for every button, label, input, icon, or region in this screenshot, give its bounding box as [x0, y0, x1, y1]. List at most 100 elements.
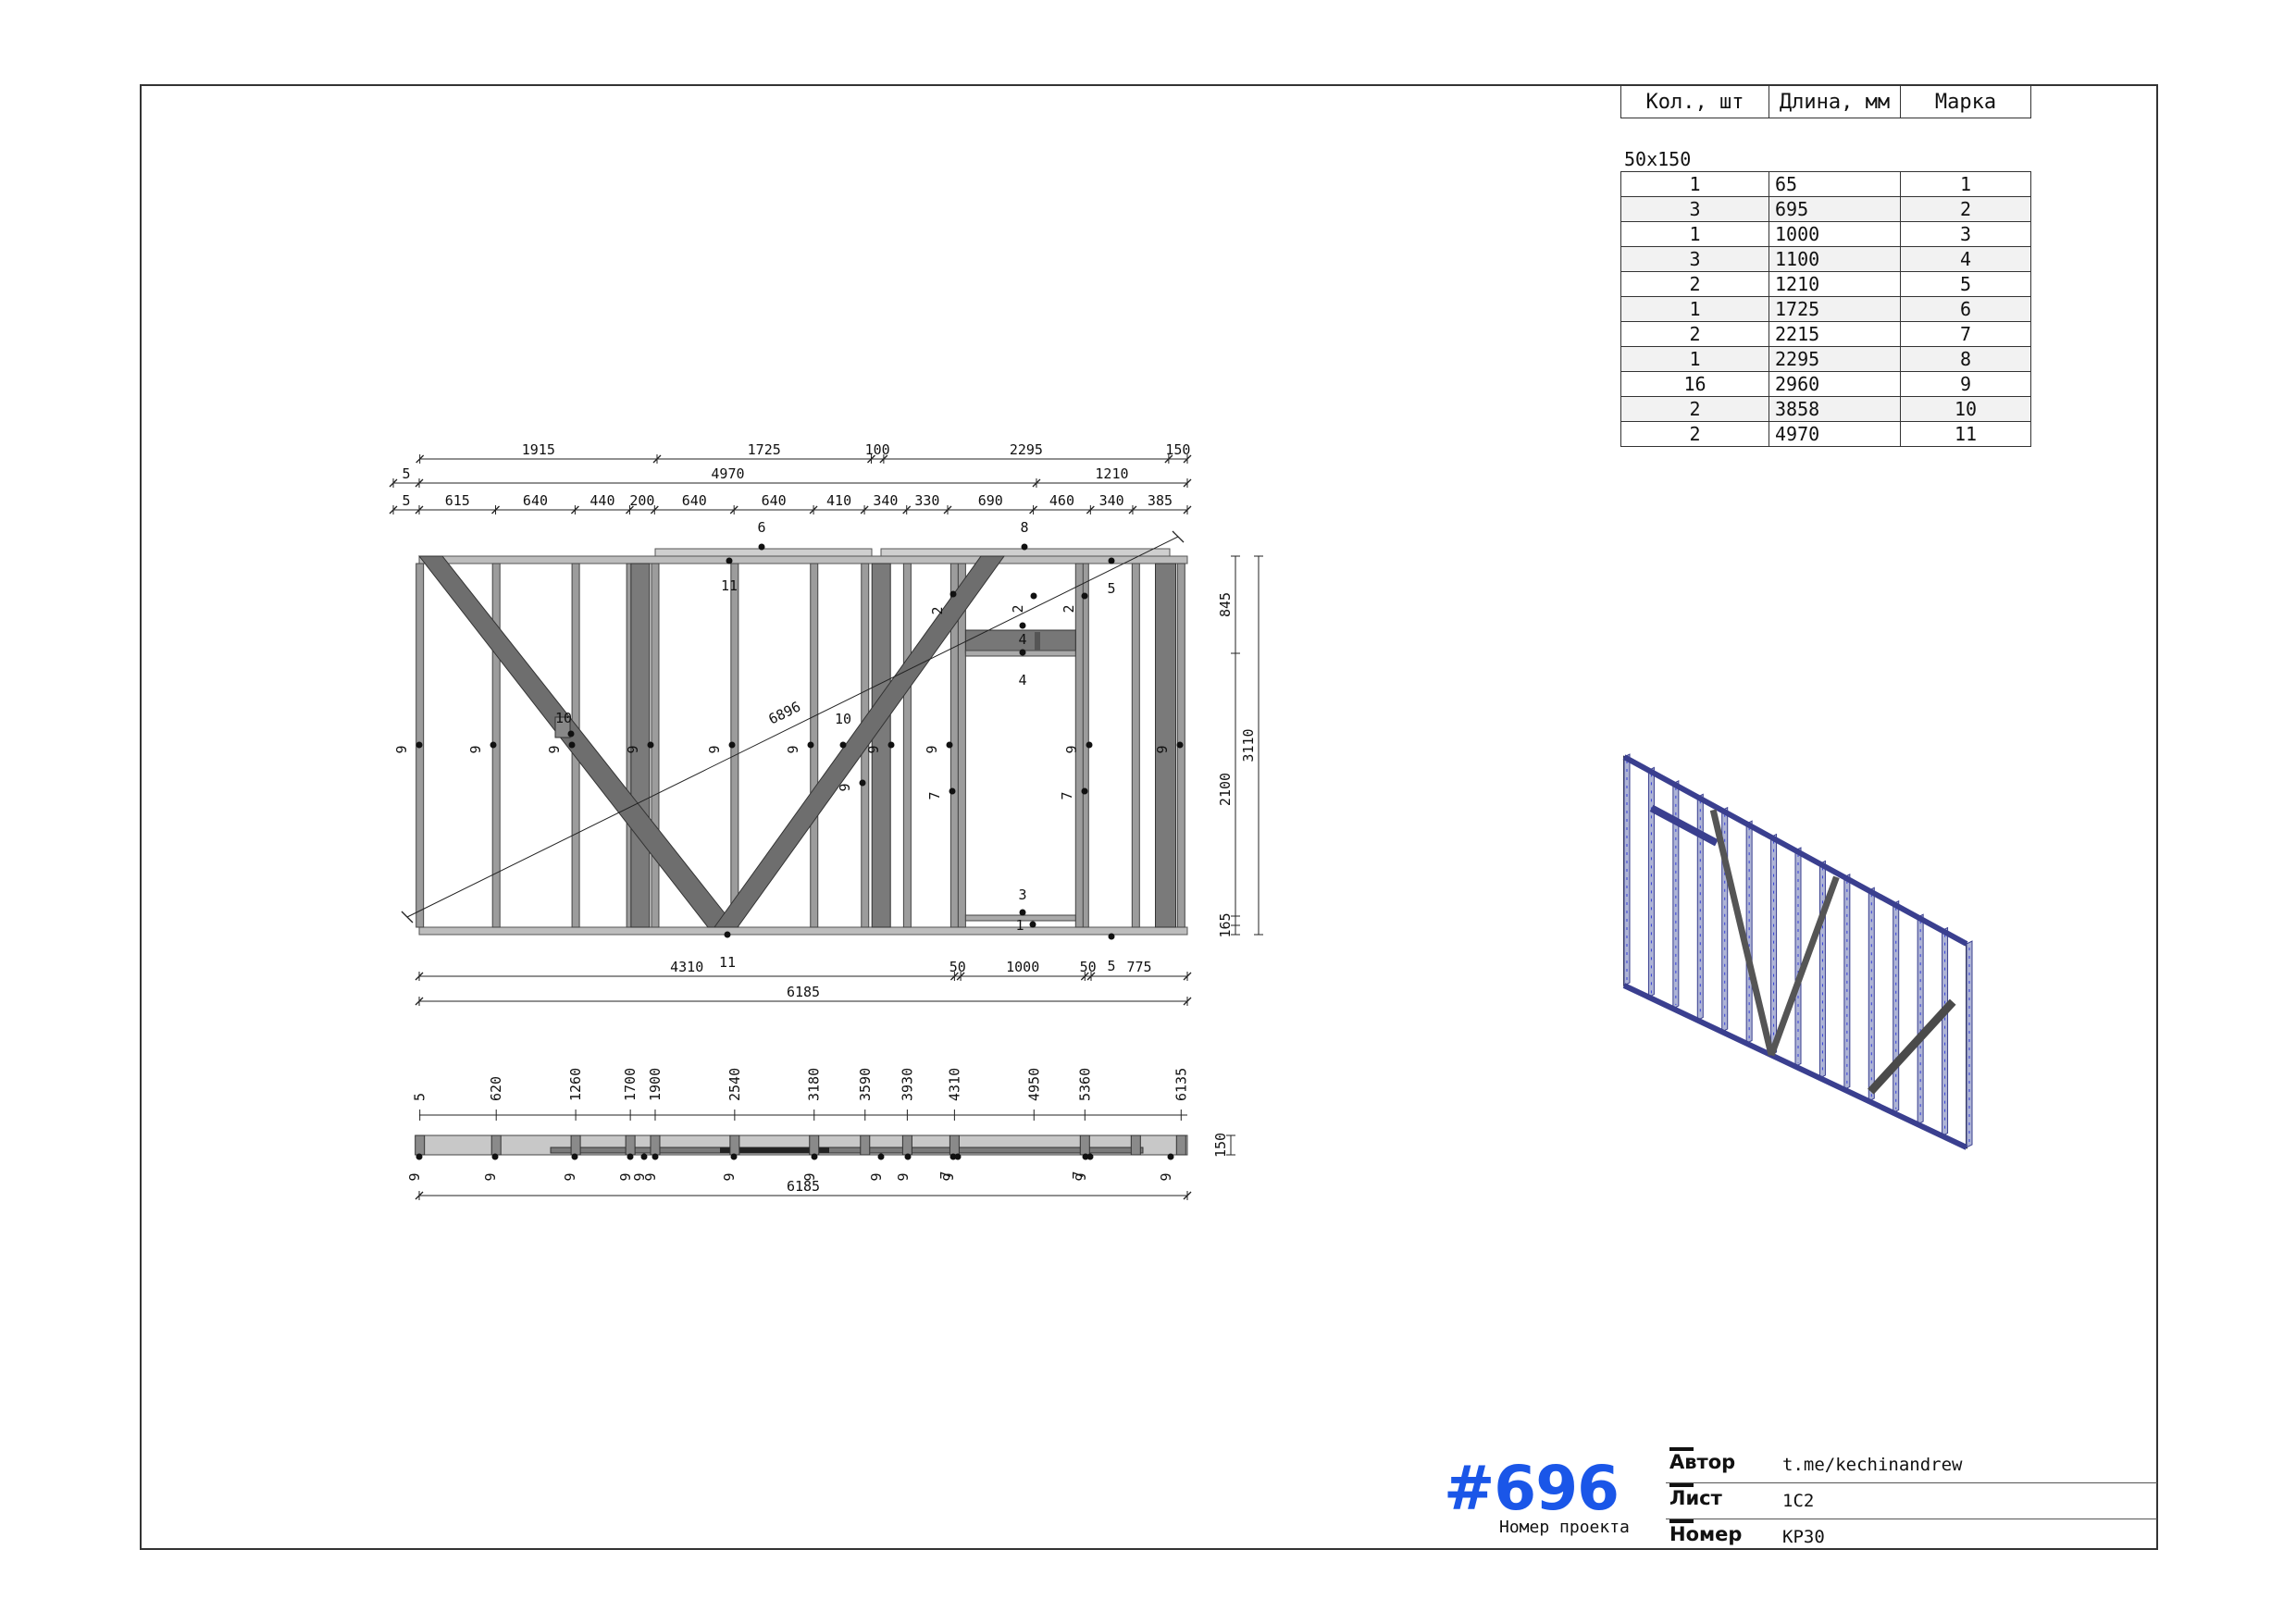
- dim-label: 50: [949, 959, 966, 975]
- header-qty: Кол., шт: [1620, 85, 1769, 118]
- dim-label: 100: [865, 441, 890, 458]
- plan-dark: [720, 1147, 829, 1153]
- dim-label: 330: [914, 492, 939, 509]
- dim-tick: [416, 454, 425, 464]
- plan-position-label: 5360: [1076, 1068, 1093, 1101]
- dim-tick: [415, 997, 424, 1006]
- brace-right: [714, 555, 1005, 928]
- mark-dot: [954, 1153, 962, 1160]
- mark-label: 9: [482, 1172, 499, 1181]
- dim-tick: [1183, 505, 1192, 514]
- mark-dot: [946, 741, 953, 749]
- mark-dot: [416, 1153, 423, 1160]
- author-label: Автор: [1669, 1451, 1736, 1473]
- dim-tick: [1080, 972, 1089, 981]
- iso-stud: [1966, 940, 1973, 1148]
- spec-table-header: Кол., шт Длина, мм Марка: [1620, 85, 2031, 118]
- dim-tick: [860, 505, 869, 514]
- top-plate-6: [654, 548, 873, 557]
- dim-label: 4310: [670, 959, 703, 975]
- dim-label: 410: [826, 492, 851, 509]
- dim-tick: [867, 454, 875, 464]
- diagonal-label: 6896: [766, 698, 803, 727]
- mark-dot: [726, 557, 733, 564]
- dim-tick: [1172, 530, 1185, 543]
- mark-dot: [1019, 622, 1026, 629]
- project-number: #696: [1444, 1453, 1620, 1524]
- spec-cell-qty: 1: [1620, 296, 1769, 322]
- plan-position-label: 620: [488, 1076, 504, 1101]
- spec-cell-mark: 11: [1900, 421, 2031, 447]
- iso-bottom-plate: [1622, 983, 1968, 1150]
- top-plate: [418, 555, 1188, 564]
- dim-label: 775: [1126, 959, 1151, 975]
- mark-label: 5: [1107, 580, 1115, 597]
- dim-tick: [1086, 972, 1096, 981]
- dim-tick: [401, 911, 414, 924]
- mark-label: 9: [865, 745, 882, 753]
- mark-label: 7: [937, 1171, 954, 1179]
- axonometric-view: [1622, 753, 1973, 1150]
- stud: [1131, 563, 1140, 928]
- mark-label: 11: [721, 577, 738, 594]
- dim-tick: [1128, 505, 1137, 514]
- dim-tick: [879, 454, 888, 464]
- title-row-sheet: Лист 1С2: [1666, 1483, 2157, 1519]
- plan-stud: [1079, 1134, 1090, 1156]
- dim-label: 385: [1148, 492, 1173, 509]
- mark-dot: [859, 779, 866, 787]
- mark-label: 9: [631, 1172, 648, 1181]
- iso-top-plate: [1622, 754, 1968, 947]
- spec-cell-mark: 8: [1900, 346, 2031, 372]
- dim-tick: [902, 505, 912, 514]
- plan-position-label: 2540: [726, 1068, 743, 1101]
- mark-label: 9: [1063, 745, 1080, 753]
- dim-tick: [491, 505, 500, 514]
- mark-dot: [811, 1153, 818, 1160]
- mark-label: 9: [924, 745, 940, 753]
- dim-tick: [809, 505, 818, 514]
- dim-label: 5: [402, 465, 410, 482]
- plan-stud: [570, 1134, 581, 1156]
- spec-cell-mark: 4: [1900, 246, 2031, 272]
- plan-stud: [490, 1134, 502, 1156]
- sheet-label: Лист: [1669, 1487, 1722, 1509]
- spec-cell-qty: 2: [1620, 396, 1769, 422]
- header-length: Длина, мм: [1769, 85, 1901, 118]
- title-bar: [1669, 1483, 1694, 1487]
- mark-label: 1: [1015, 917, 1024, 934]
- number-label: Номер: [1669, 1523, 1743, 1545]
- dim-label: 165: [1217, 912, 1234, 937]
- mark-dot: [640, 1153, 648, 1160]
- dim-tick: [1183, 997, 1192, 1006]
- bottom-plate: [418, 926, 1188, 936]
- iso-stud: [1672, 780, 1680, 1010]
- mark-label: 4: [1018, 631, 1026, 648]
- stud: [902, 563, 912, 928]
- mark-dot: [571, 1153, 578, 1160]
- mark-label: 11: [719, 954, 736, 971]
- dim-tick: [415, 972, 424, 981]
- dim-tick: [729, 505, 738, 514]
- mark-label: 9: [837, 783, 853, 791]
- bottom-sill: [964, 914, 1076, 922]
- section-label: 50x150: [1624, 148, 1692, 170]
- mark-label: 9: [546, 745, 563, 753]
- mark-dot: [1029, 921, 1036, 928]
- mark-dot: [652, 1153, 659, 1160]
- project-caption: Номер проекта: [1499, 1518, 1630, 1537]
- spec-cell-mark: 1: [1900, 171, 2031, 197]
- iso-stud: [1696, 793, 1704, 1022]
- spec-cell-len: 2295: [1769, 346, 1901, 372]
- mark-dot: [949, 787, 956, 795]
- dim-label: 640: [523, 492, 548, 509]
- sheet-value: 1С2: [1782, 1491, 1815, 1511]
- dim-label: 50: [1080, 959, 1097, 975]
